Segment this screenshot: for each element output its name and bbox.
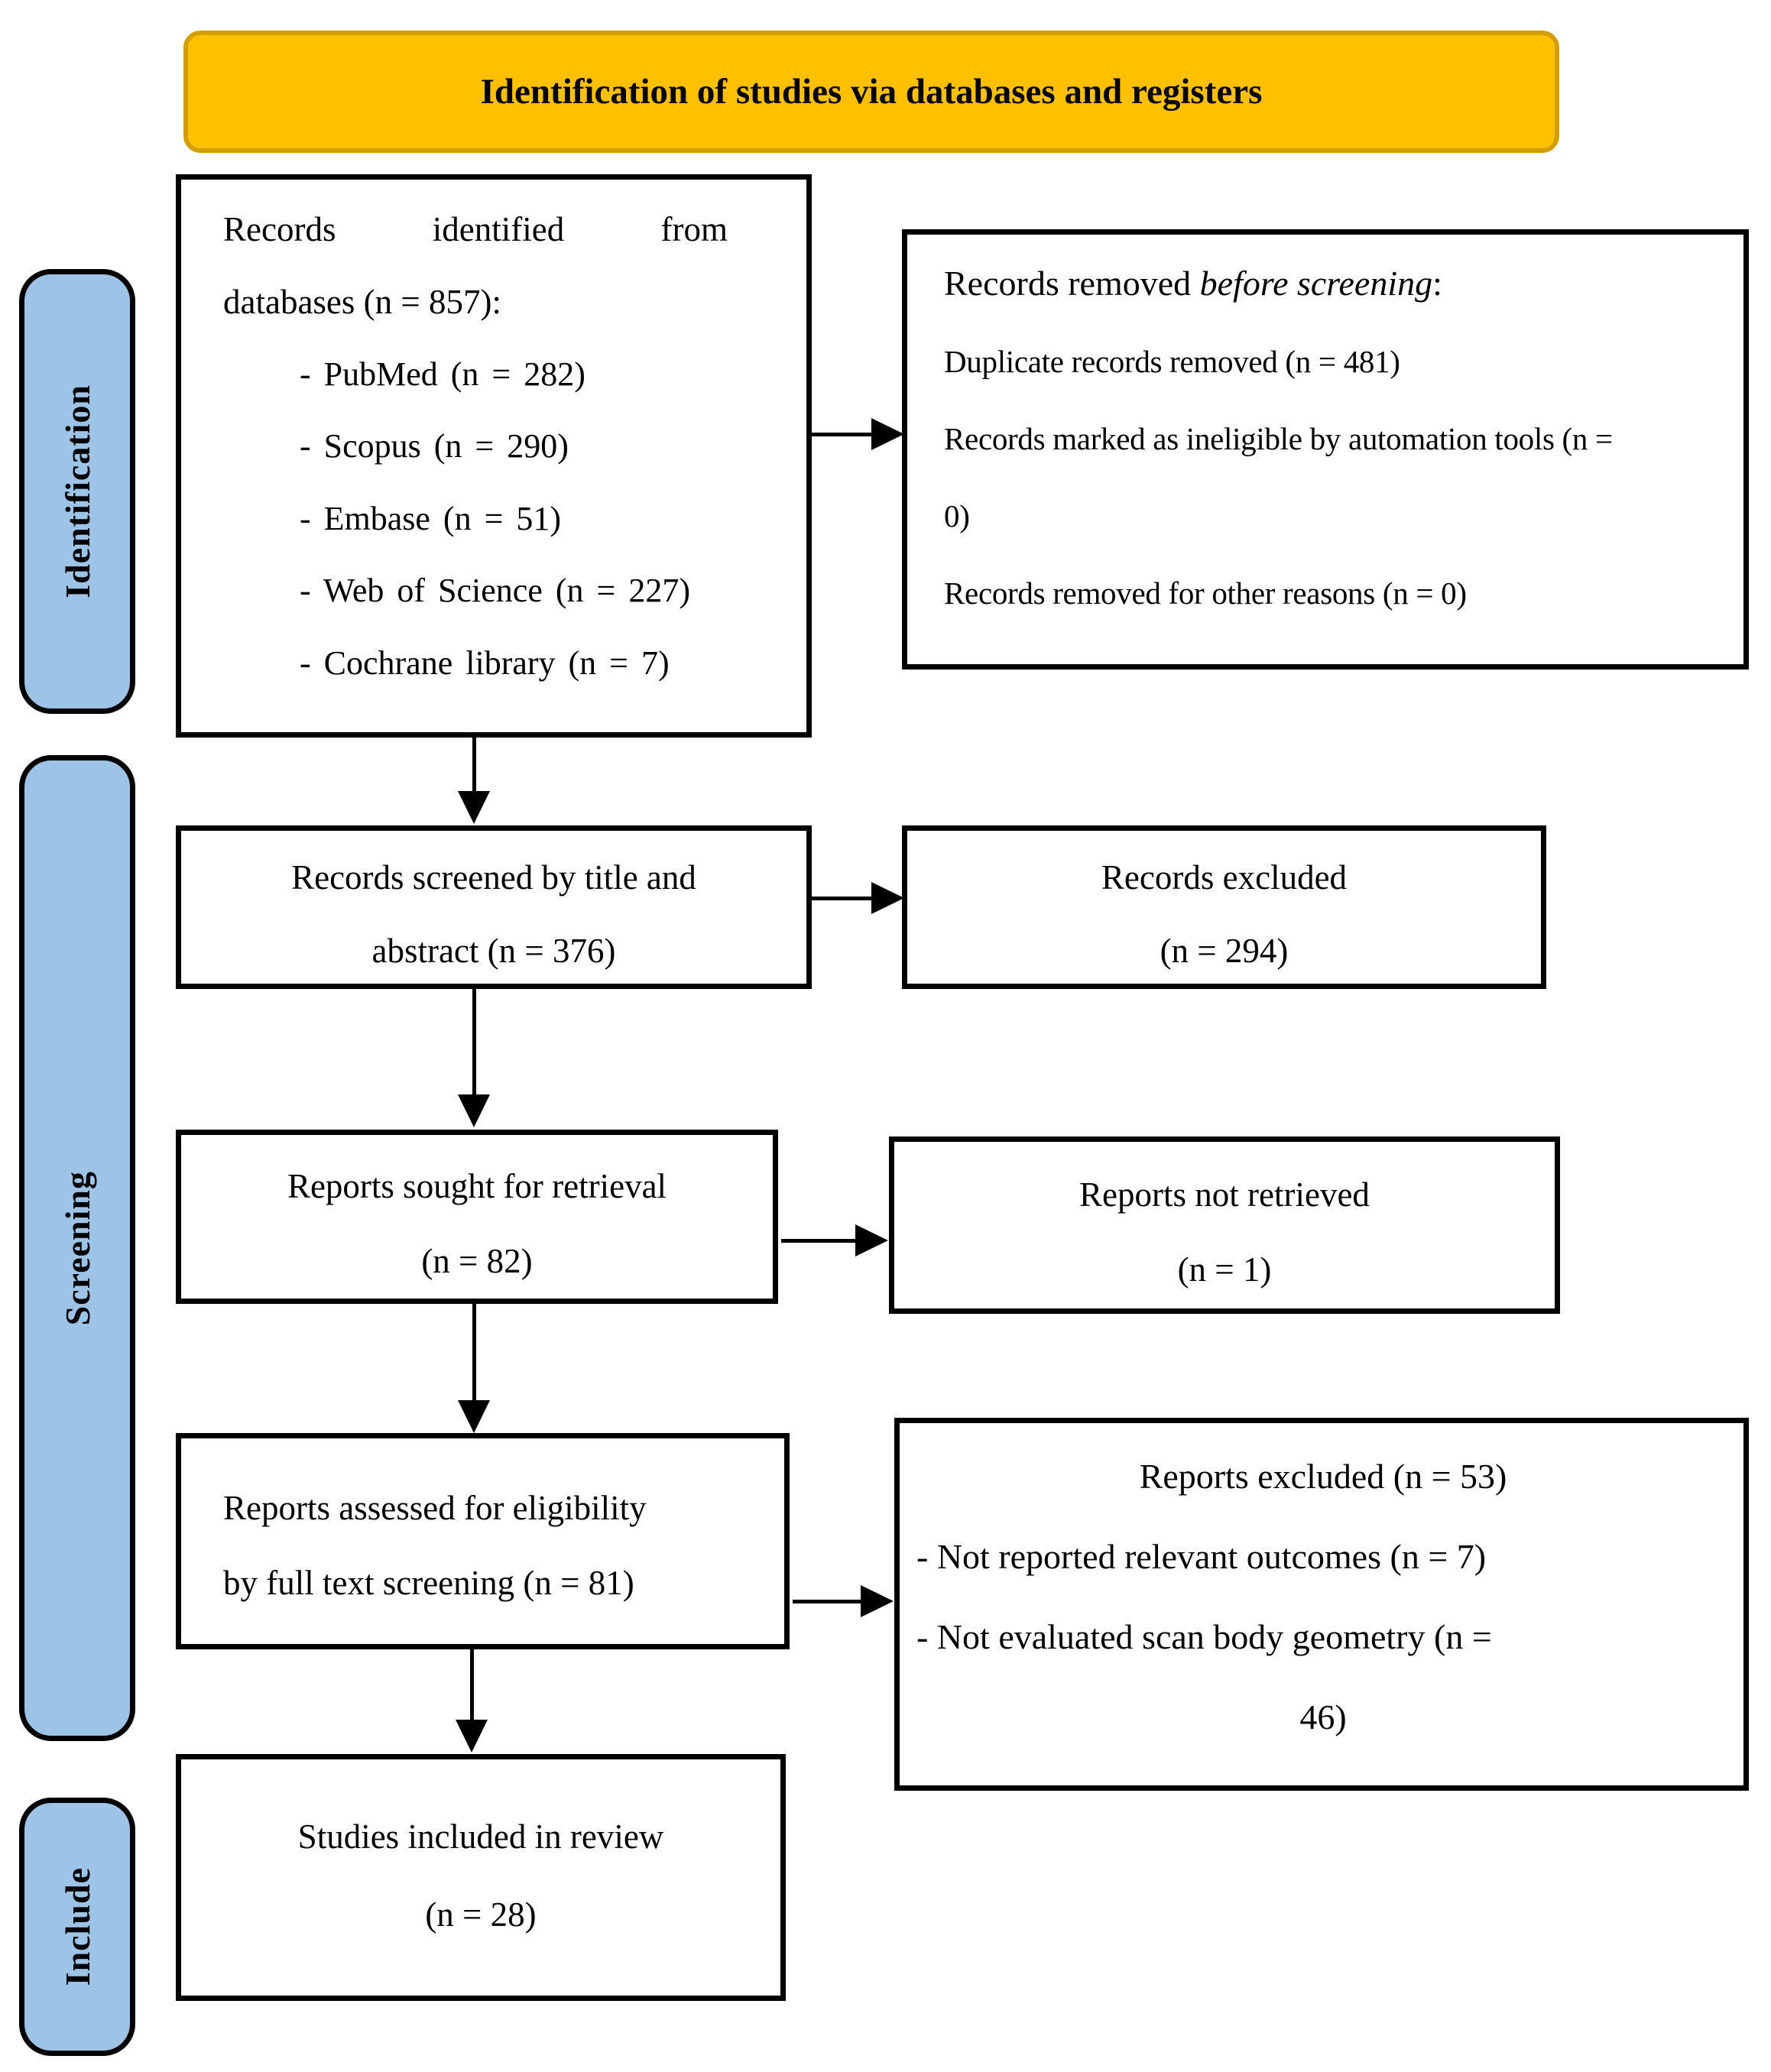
box-records-screened: Records screened by title and abstract (… <box>176 825 812 989</box>
studies-included-line1: Studies included in review <box>297 1817 664 1856</box>
reports-assessed-line2: by full text screening (n = 81) <box>223 1563 634 1602</box>
records-excluded-line2: (n = 294) <box>1160 931 1289 970</box>
reports-not-retrieved-line1: Reports not retrieved <box>1079 1175 1370 1214</box>
reports-excluded-title: Reports excluded (n = 53) <box>1139 1457 1507 1496</box>
source-embase: - Embase (n = 51) <box>300 499 562 537</box>
records-removed-title: Records removed before screening: <box>944 264 1722 304</box>
heading-word: from <box>660 210 728 248</box>
records-screened-line1: Records screened by title and <box>291 858 696 897</box>
excluded-reason-outcomes: - Not reported relevant outcomes (n = 7) <box>916 1536 1487 1576</box>
source-web-of-science: - Web of Science (n = 227) <box>300 572 690 610</box>
excluded-reason-geometry: - Not evaluated scan body geometry (n = <box>916 1616 1492 1656</box>
excluded-reason-geometry-wrap: 46) <box>1299 1697 1347 1736</box>
reports-sought-line1: Reports sought for retrieval <box>287 1167 667 1205</box>
removed-automation-wrap: 0) <box>944 498 970 534</box>
heading-word: Records <box>223 210 336 248</box>
records-identified-heading-line2: databases (n = 857): <box>223 282 502 321</box>
title-suffix: : <box>1432 264 1442 303</box>
box-reports-assessed: Reports assessed for eligibility by full… <box>176 1433 790 1649</box>
reports-assessed-line1: Reports assessed for eligibility <box>223 1489 647 1527</box>
box-records-excluded: Records excluded (n = 294) <box>902 825 1546 989</box>
stage-bar-include: Include <box>19 1798 135 2056</box>
box-reports-sought: Reports sought for retrieval (n = 82) <box>176 1130 778 1304</box>
title-prefix: Records removed <box>944 264 1200 303</box>
header-banner: Identification of studies via databases … <box>183 31 1559 153</box>
box-studies-included: Studies included in review (n = 28) <box>176 1754 786 2001</box>
stage-bar-identification: Identification <box>19 269 135 714</box>
source-scopus: - Scopus (n = 290) <box>300 427 569 465</box>
stage-label-include: Include <box>57 1867 97 1986</box>
studies-included-line2: (n = 28) <box>425 1895 537 1934</box>
removed-duplicates: Duplicate records removed (n = 481) <box>944 343 1400 379</box>
stage-label-screening: Screening <box>57 1170 97 1326</box>
source-pubmed: - PubMed (n = 282) <box>300 355 585 393</box>
records-identified-heading: Records identified from <box>223 210 728 250</box>
heading-word: identified <box>432 210 565 248</box>
stage-label-identification: Identification <box>57 384 97 598</box>
title-italic: before screening <box>1199 264 1433 303</box>
box-reports-excluded-fulltext: Reports excluded (n = 53) - Not reported… <box>894 1418 1749 1791</box>
header-title: Identification of studies via databases … <box>480 72 1263 112</box>
box-records-identified: Records identified from databases (n = 8… <box>176 174 812 738</box>
stage-bar-screening: Screening <box>19 755 135 1741</box>
removed-other-reasons: Records removed for other reasons (n = 0… <box>944 576 1467 611</box>
reports-sought-line2: (n = 82) <box>421 1241 533 1280</box>
records-excluded-line1: Records excluded <box>1101 858 1348 897</box>
reports-not-retrieved-line2: (n = 1) <box>1177 1250 1272 1289</box>
source-cochrane: - Cochrane library (n = 7) <box>300 644 670 682</box>
box-reports-not-retrieved: Reports not retrieved (n = 1) <box>889 1137 1560 1314</box>
box-records-removed: Records removed before screening: Duplic… <box>902 229 1749 670</box>
records-screened-line2: abstract (n = 376) <box>371 931 616 970</box>
removed-automation: Records marked as ineligible by automati… <box>944 421 1613 457</box>
